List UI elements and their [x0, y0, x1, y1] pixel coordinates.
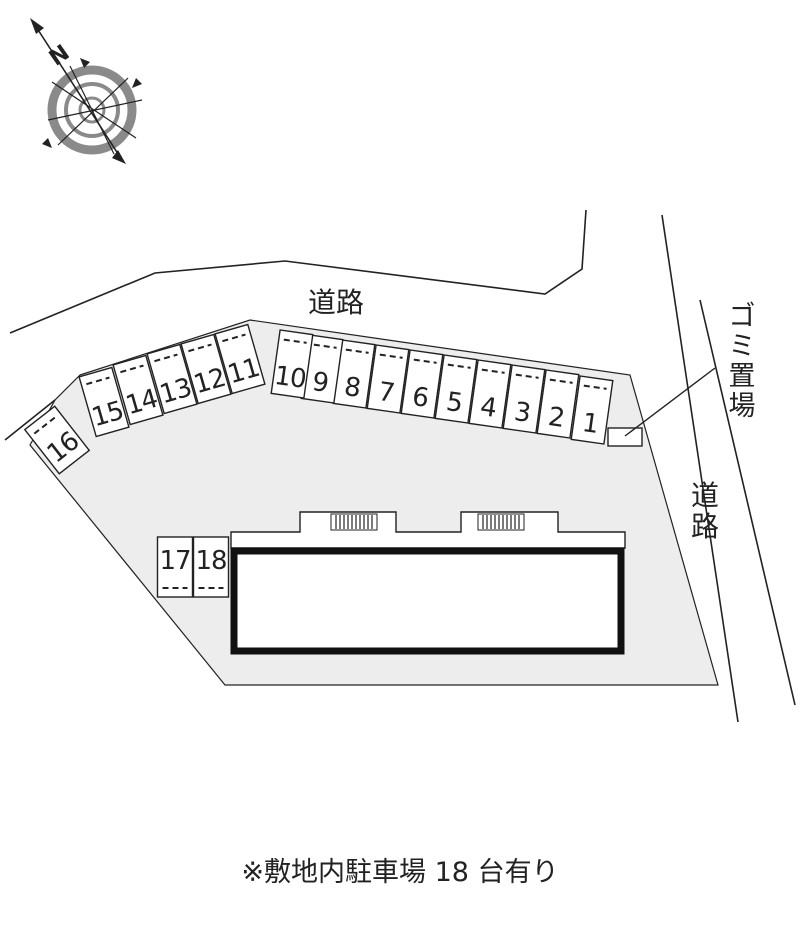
parking-space-3: 3 [502, 364, 546, 434]
building [230, 511, 626, 655]
road-top-edge [9, 209, 587, 334]
parking-space-1: 1 [570, 375, 614, 445]
road-label-right: 道路 [691, 479, 719, 543]
parking-space-number: 2 [546, 402, 566, 434]
parking-space-14: 14 [112, 354, 164, 426]
parking-space-number: 17 [159, 546, 190, 576]
garbage-leader-line [624, 367, 716, 437]
parking-space-7: 7 [366, 344, 410, 414]
parking-space-number: 3 [512, 397, 532, 429]
staircase-left-icon [330, 513, 378, 531]
parking-space-number: 7 [376, 377, 396, 409]
road-left-edge [4, 399, 56, 441]
parking-note: ※敷地内駐車場 18 台有り [241, 857, 559, 888]
parking-space-number: 1 [580, 408, 600, 440]
building-outline [230, 547, 625, 655]
garbage-label: ゴミ置場 [729, 301, 756, 422]
parking-space-13: 13 [146, 343, 198, 415]
parking-space-number: 6 [410, 382, 430, 414]
parking-space-4: 4 [468, 359, 512, 429]
parking-space-9: 9 [300, 334, 344, 404]
parking-space-number: 5 [444, 387, 464, 419]
parking-space-2: 2 [536, 369, 580, 439]
parking-space-11: 11 [214, 323, 266, 395]
staircase-right-icon [477, 513, 525, 531]
building-balcony [230, 511, 626, 549]
parking-space-10: 10 [270, 329, 314, 399]
parking-space-18: 18 [192, 536, 230, 598]
parking-space-15: 15 [78, 366, 130, 438]
parking-space-6: 6 [400, 349, 444, 419]
parking-space-number: 4 [478, 392, 498, 424]
garbage-box [607, 427, 643, 447]
parking-space-number: 10 [273, 361, 308, 395]
parking-space-12: 12 [180, 333, 232, 405]
parking-space-17: 17 [156, 536, 194, 598]
parking-space-number: 8 [342, 372, 362, 404]
road-right-edge-inner [661, 214, 739, 723]
compass-rose-icon [30, 18, 143, 164]
road-label-top: 道路 [308, 286, 364, 319]
parking-space-number: 9 [310, 367, 330, 399]
parking-space-number: 18 [195, 546, 226, 576]
parking-space-5: 5 [434, 354, 478, 424]
road-right-edge-outer [699, 299, 796, 706]
